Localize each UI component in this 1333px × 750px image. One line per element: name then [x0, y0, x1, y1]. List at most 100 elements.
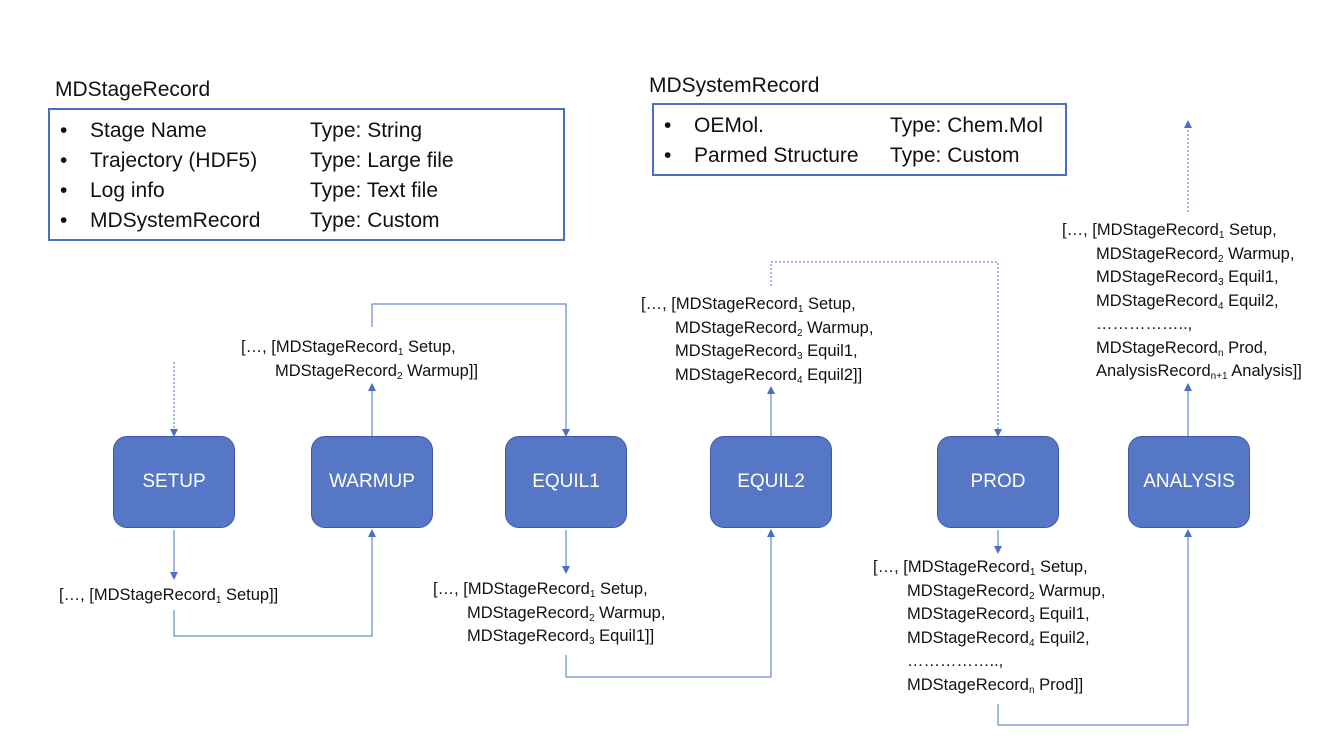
- record-line: […, [MDStageRecord1 Setup,: [873, 556, 1105, 580]
- record-line-text: MDStageRecord: [467, 603, 589, 622]
- field-bullet: •: [60, 209, 68, 232]
- record-line-text: MDStageRecord: [1096, 268, 1218, 286]
- record-line-text: MDStageRecord: [1096, 291, 1218, 310]
- record-line-text: Equil2]]: [802, 365, 863, 384]
- record-line-text: ……………..,: [1096, 315, 1193, 333]
- stage-label: WARMUP: [329, 471, 415, 492]
- record-line-text: Analysis]]: [1227, 362, 1302, 380]
- stage-prod[interactable]: PROD: [937, 436, 1059, 528]
- record-list-after-analysis: […, [MDStageRecord1 Setup,MDStageRecord2…: [1062, 219, 1302, 384]
- field-type: Type: Text file: [310, 179, 439, 202]
- record-index: 4: [1217, 300, 1224, 312]
- field-name: MDSystemRecord: [90, 209, 261, 232]
- stage-setup[interactable]: SETUP: [113, 436, 235, 528]
- record-line-text: Prod,: [1223, 338, 1268, 357]
- stage-label: EQUIL2: [737, 471, 805, 492]
- record-index: 1: [797, 304, 804, 315]
- record-index: n+1: [1210, 371, 1228, 382]
- record-index: 1: [215, 595, 222, 606]
- record-index: 1: [1218, 230, 1225, 241]
- stage-record-title: MDStageRecord: [55, 78, 211, 101]
- record-line-text: Warmup,: [594, 603, 666, 622]
- record-line-text: Equil1,: [1034, 605, 1090, 623]
- record-line: […, [MDStageRecord1 Setup,: [641, 293, 873, 317]
- record-line: MDStageRecord4 Equil2]]: [641, 364, 873, 388]
- stage-record-box: • Stage Name Type: String • Trajectory (…: [48, 108, 565, 241]
- record-line-text: Setup,: [803, 295, 856, 313]
- stage-label: PROD: [970, 471, 1026, 492]
- record-line: MDStageRecordn Prod,: [1062, 337, 1302, 361]
- record-line: MDStageRecord2 Warmup,: [873, 580, 1105, 604]
- record-line: AnalysisRecordn+1 Analysis]]: [1062, 360, 1302, 384]
- record-line-text: MDStageRecord: [907, 581, 1029, 600]
- record-index: 2: [588, 612, 595, 624]
- record-line-text: Setup,: [595, 580, 648, 598]
- field-bullet: •: [664, 144, 672, 167]
- field-name: Trajectory (HDF5): [90, 149, 258, 172]
- record-line: ……………..,: [1062, 313, 1302, 337]
- record-line: MDStageRecord4 Equil2,: [873, 627, 1105, 651]
- record-line-text: ……………..,: [907, 652, 1004, 670]
- system-record-title: MDSystemRecord: [649, 74, 820, 97]
- record-line: […, [MDStageRecord1 Setup,: [1062, 219, 1302, 243]
- record-line-text: Setup,: [1035, 558, 1088, 576]
- field-type: Type: Chem.Mol: [890, 114, 1043, 137]
- record-index: 4: [1028, 637, 1035, 649]
- record-index: 3: [796, 351, 803, 362]
- record-line-text: MDStageRecord: [907, 628, 1029, 647]
- field-bullet: •: [60, 119, 68, 142]
- record-index: 1: [1029, 567, 1036, 578]
- record-line-text: […, [MDStageRecord: [59, 586, 216, 604]
- record-line-text: Equil2,: [1034, 628, 1090, 647]
- connector-setup-warmup: [173, 529, 376, 637]
- record-line-text: Warmup]]: [402, 361, 479, 380]
- record-index: 3: [1217, 277, 1224, 288]
- record-line: […, [MDStageRecord1 Setup,: [433, 578, 665, 602]
- record-line-text: […, [MDStageRecord: [241, 338, 398, 356]
- record-line: MDStageRecord3 Equil1,: [641, 340, 873, 364]
- record-index: n: [1217, 347, 1224, 359]
- connector-warmup-equil1: [371, 303, 570, 437]
- record-line: MDStageRecordn Prod]]: [873, 674, 1105, 698]
- record-index: 2: [796, 327, 803, 339]
- record-line-text: MDStageRecord: [907, 605, 1029, 623]
- record-line-text: Setup]]: [221, 586, 279, 604]
- record-line: MDStageRecord2 Warmup]]: [241, 360, 478, 384]
- field-bullet: •: [60, 179, 68, 202]
- field-type: Type: Custom: [890, 144, 1020, 167]
- record-list-after-prod: […, [MDStageRecord1 Setup,MDStageRecord2…: [873, 556, 1105, 697]
- connector-equil2-prod: [770, 261, 1002, 437]
- record-index: 3: [1028, 614, 1035, 625]
- connector-equil1-equil2: [565, 529, 775, 678]
- record-line-text: […, [MDStageRecord: [1062, 221, 1219, 239]
- record-line-text: MDStageRecord: [907, 675, 1029, 694]
- record-index: 1: [397, 347, 404, 358]
- record-list-after-equil1: […, [MDStageRecord1 Setup,MDStageRecord2…: [433, 578, 665, 649]
- record-line-text: MDStageRecord: [675, 342, 797, 360]
- record-index: 2: [1028, 590, 1035, 602]
- stage-warmup[interactable]: WARMUP: [311, 436, 433, 528]
- stage-analysis[interactable]: ANALYSIS: [1128, 436, 1250, 528]
- record-line-text: Equil1,: [1223, 268, 1279, 286]
- stage-equil1[interactable]: EQUIL1: [505, 436, 627, 528]
- record-line: MDStageRecord3 Equil1,: [1062, 266, 1302, 290]
- stage-equil2[interactable]: EQUIL2: [710, 436, 832, 528]
- record-line-text: MDStageRecord: [275, 361, 397, 380]
- record-line: MDStageRecord3 Equil1,: [873, 603, 1105, 627]
- record-line-text: Warmup,: [802, 318, 874, 337]
- record-line: MDStageRecord2 Warmup,: [1062, 243, 1302, 267]
- field-name: OEMol.: [694, 114, 765, 137]
- field-type: Type: Large file: [310, 149, 454, 172]
- record-list-after-warmup: […, [MDStageRecord1 Setup,MDStageRecord2…: [241, 336, 478, 383]
- record-line-text: AnalysisRecord: [1096, 362, 1211, 380]
- record-line-text: MDStageRecord: [1096, 338, 1218, 357]
- record-line-text: Equil1]]: [594, 627, 655, 645]
- record-line: MDStageRecord3 Equil1]]: [433, 625, 665, 649]
- record-line-text: Warmup,: [1223, 244, 1295, 263]
- record-line-text: Equil2,: [1223, 291, 1279, 310]
- record-line-text: MDStageRecord: [1096, 244, 1218, 263]
- record-line-text: Setup,: [403, 338, 456, 356]
- record-line: […, [MDStageRecord1 Setup,: [241, 336, 478, 360]
